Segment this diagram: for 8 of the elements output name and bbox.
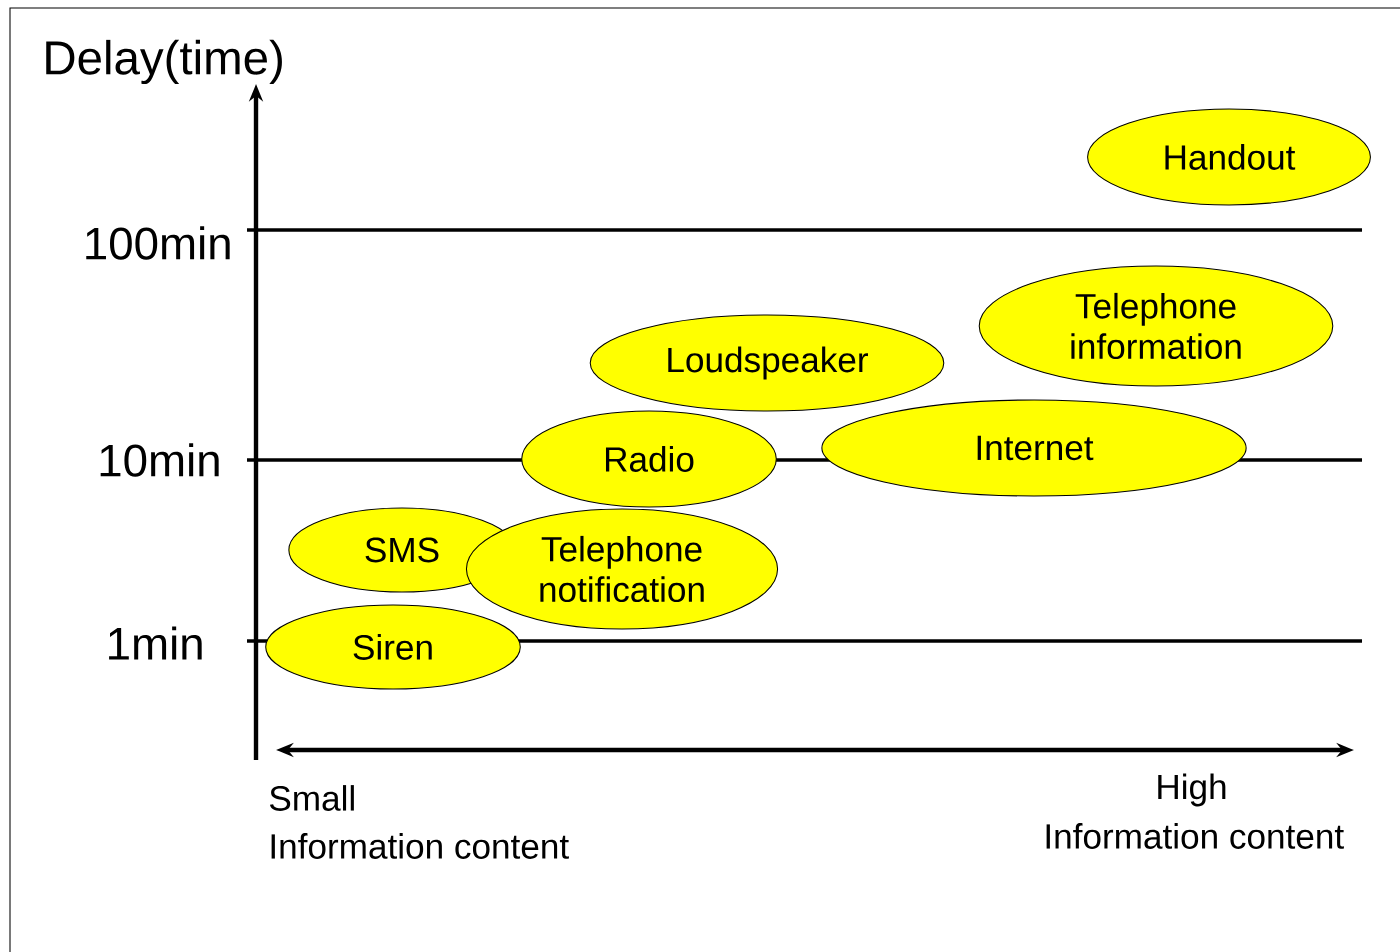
axis-label: High (1158, 773, 1226, 807)
axis-label: Small (269, 785, 354, 811)
axis-label: Information content (1046, 823, 1344, 849)
tick-label: 10min (100, 443, 219, 477)
axis-title: Delay(time) (46, 39, 282, 85)
tick-label: 100min (86, 226, 230, 260)
axis-label: Information content (271, 833, 569, 859)
tick-label: 1min (109, 626, 202, 660)
